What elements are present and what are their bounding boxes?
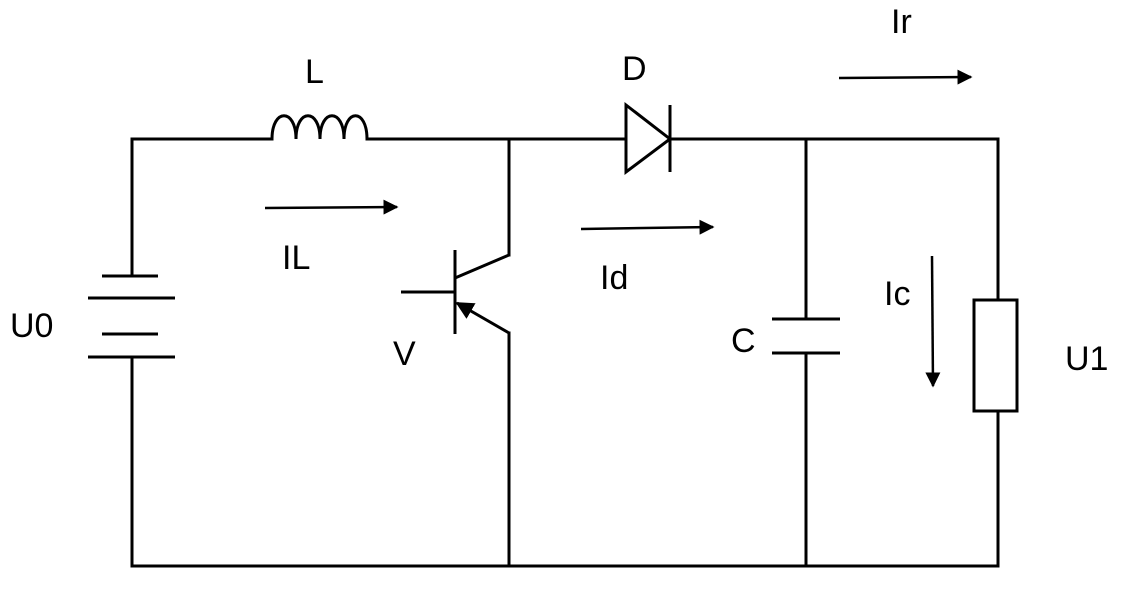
wire-top-left: [130, 137, 274, 278]
battery-source: [88, 274, 175, 359]
diode-current-arrow: [580, 219, 715, 235]
capacitor-current-arrow: [925, 255, 941, 388]
source-voltage-label: U0: [10, 307, 53, 345]
transistor-symbol: [401, 250, 510, 335]
capacitor-label: C: [731, 322, 756, 360]
inductor-label: L: [305, 53, 324, 91]
output-voltage-label: U1: [1065, 340, 1108, 378]
inductor-current-label: IL: [282, 239, 310, 277]
diode-label: D: [622, 50, 647, 88]
diode-symbol: [624, 101, 673, 175]
load-current-arrow: [838, 69, 973, 85]
inductor-current-arrow: [264, 199, 399, 215]
capacitor-current-label: Ic: [884, 275, 910, 313]
load-resistor: [972, 298, 1019, 413]
load-current-label: Ir: [891, 3, 912, 41]
capacitor-symbol: [772, 317, 840, 355]
wires: [130, 137, 1000, 568]
inductor-coil: [270, 114, 369, 140]
wire-bottom: [130, 355, 1000, 568]
transistor-label: V: [393, 335, 416, 373]
diode-current-label: Id: [600, 259, 628, 297]
